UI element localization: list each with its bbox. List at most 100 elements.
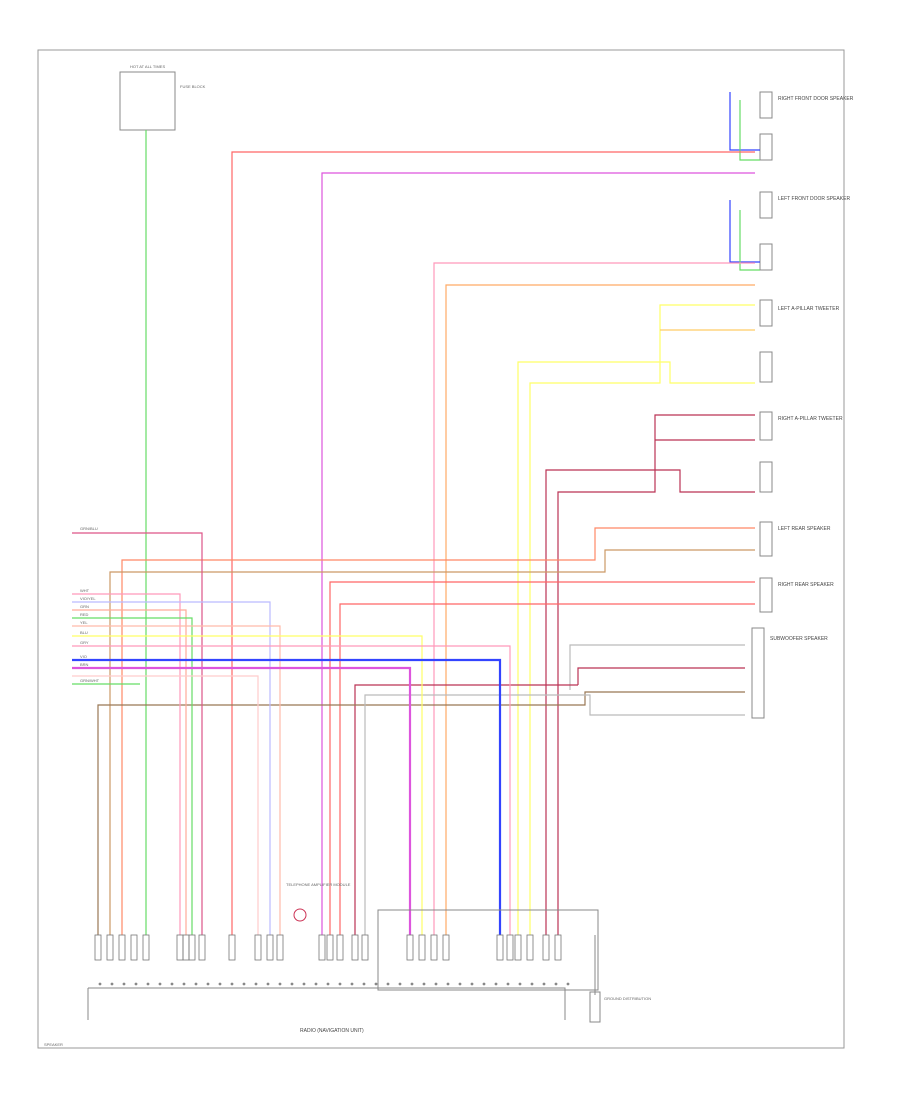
connector-pin (118, 934, 126, 961)
terminal-dot (326, 982, 330, 986)
terminal-dot (182, 982, 186, 986)
terminal-dot (506, 982, 510, 986)
subwoofer-label: SUBWOOFER SPEAKER (770, 636, 828, 642)
side-label-7: GRY (80, 640, 89, 645)
connector-pin (94, 934, 102, 961)
connector-pin (506, 934, 514, 961)
terminal-dot (242, 982, 246, 986)
speaker-left-front-label: LEFT FRONT DOOR SPEAKER (778, 196, 850, 202)
terminal-dot (302, 982, 306, 986)
terminal-dot (350, 982, 354, 986)
ground-label: GROUND DISTRIBUTION (604, 996, 651, 1001)
tweeter-left: LEFT A-PILLAR TWEETER (759, 299, 840, 383)
terminal-dot (146, 982, 150, 986)
connector-pin (182, 934, 190, 961)
connector-pins (94, 934, 570, 986)
radio-module: RADIO (NAVIGATION UNIT) (87, 909, 599, 1034)
ground: GROUND DISTRIBUTION (589, 935, 651, 1023)
connector-pin (198, 934, 206, 961)
connector-pin (336, 934, 344, 961)
footer-label: SPEAKER (44, 1042, 63, 1047)
rear-speaker-right-label: RIGHT REAR SPEAKER (778, 582, 834, 588)
connector-pin (406, 934, 414, 961)
subwoofer: SUBWOOFER SPEAKER (751, 627, 828, 719)
terminal-dot (254, 982, 258, 986)
terminal-dot (98, 982, 102, 986)
terminal-dot (266, 982, 270, 986)
tweeter-left-label: LEFT A-PILLAR TWEETER (778, 306, 840, 312)
terminal-dot (206, 982, 210, 986)
connector-pin (318, 934, 326, 961)
terminal-dot (170, 982, 174, 986)
terminal-dot (122, 982, 126, 986)
terminal-dot (482, 982, 486, 986)
speaker-right-front: RIGHT FRONT DOOR SPEAKER (729, 91, 854, 161)
fuse-block-detail: FUSE BLOCK (180, 84, 206, 89)
connector-pin (542, 934, 550, 961)
connector-pin (106, 934, 114, 961)
connector-pin (351, 934, 359, 961)
terminal-dot (554, 982, 558, 986)
tweeter-right: RIGHT A-PILLAR TWEETER (759, 411, 843, 493)
connector-pin (430, 934, 438, 961)
terminal-dot (422, 982, 426, 986)
terminal-dot (110, 982, 114, 986)
side-label-0: GRN/BLU (80, 526, 98, 531)
connector-pin (176, 934, 184, 961)
side-pin-labels: GRN/BLU WHT VIO/YEL GRN RED YEL BLU GRY … (80, 526, 100, 683)
connector-pin (188, 934, 196, 961)
terminal-dot (338, 982, 342, 986)
amp-module-label: TELEPHONE AMPLIFIER MODULE (286, 882, 351, 887)
terminal-dot (434, 982, 438, 986)
terminal-dot (494, 982, 498, 986)
fuse-block: HOT AT ALL TIMES FUSE BLOCK (119, 64, 206, 131)
speaker-left-front: LEFT FRONT DOOR SPEAKER (729, 191, 850, 271)
terminal-dot (542, 982, 546, 986)
terminal-dot (386, 982, 390, 986)
rear-speaker-left-label: LEFT REAR SPEAKER (778, 526, 831, 532)
terminal-dot (134, 982, 138, 986)
radio-module-label: RADIO (NAVIGATION UNIT) (300, 1028, 364, 1034)
side-label-10: GRN/WHT (80, 678, 100, 683)
rear-speaker-left: LEFT REAR SPEAKER (759, 521, 831, 557)
amp-small-component: TELEPHONE AMPLIFIER MODULE (286, 882, 351, 922)
tweeter-right-label: RIGHT A-PILLAR TWEETER (778, 416, 843, 422)
connector-pin (228, 934, 236, 961)
connector-pin (142, 934, 150, 961)
terminal-dot (314, 982, 318, 986)
terminal-dot (218, 982, 222, 986)
connector-pin (361, 934, 369, 961)
terminal-dot (446, 982, 450, 986)
side-label-8: VIO (80, 654, 87, 659)
terminal-dot (566, 982, 570, 986)
terminal-dot (194, 982, 198, 986)
rear-speaker-right: RIGHT REAR SPEAKER (759, 577, 834, 613)
connector-pin (276, 934, 284, 961)
connector-pin (442, 934, 450, 961)
side-label-6: BLU (80, 630, 88, 635)
diagram-frame (37, 49, 845, 1049)
terminal-dot (290, 982, 294, 986)
connector-pin (554, 934, 562, 961)
terminal-dot (374, 982, 378, 986)
terminal-dot (398, 982, 402, 986)
side-label-1: WHT (80, 588, 90, 593)
connector-pin (130, 934, 138, 961)
terminal-dot (410, 982, 414, 986)
terminal-dot (458, 982, 462, 986)
side-label-9: BRN (80, 662, 89, 667)
terminal-dot (518, 982, 522, 986)
connector-pin (326, 934, 334, 961)
terminal-dot (158, 982, 162, 986)
side-label-5: YEL (80, 620, 88, 625)
terminal-dot (530, 982, 534, 986)
connector-pin (418, 934, 426, 961)
side-label-2: VIO/YEL (80, 596, 96, 601)
speaker-right-front-label: RIGHT FRONT DOOR SPEAKER (778, 96, 854, 102)
connector-pin (526, 934, 534, 961)
fuse-block-title: HOT AT ALL TIMES (130, 64, 165, 69)
terminal-dot (230, 982, 234, 986)
side-label-4: RED (80, 612, 89, 617)
connector-pin (514, 934, 522, 961)
connector-pin (496, 934, 504, 961)
